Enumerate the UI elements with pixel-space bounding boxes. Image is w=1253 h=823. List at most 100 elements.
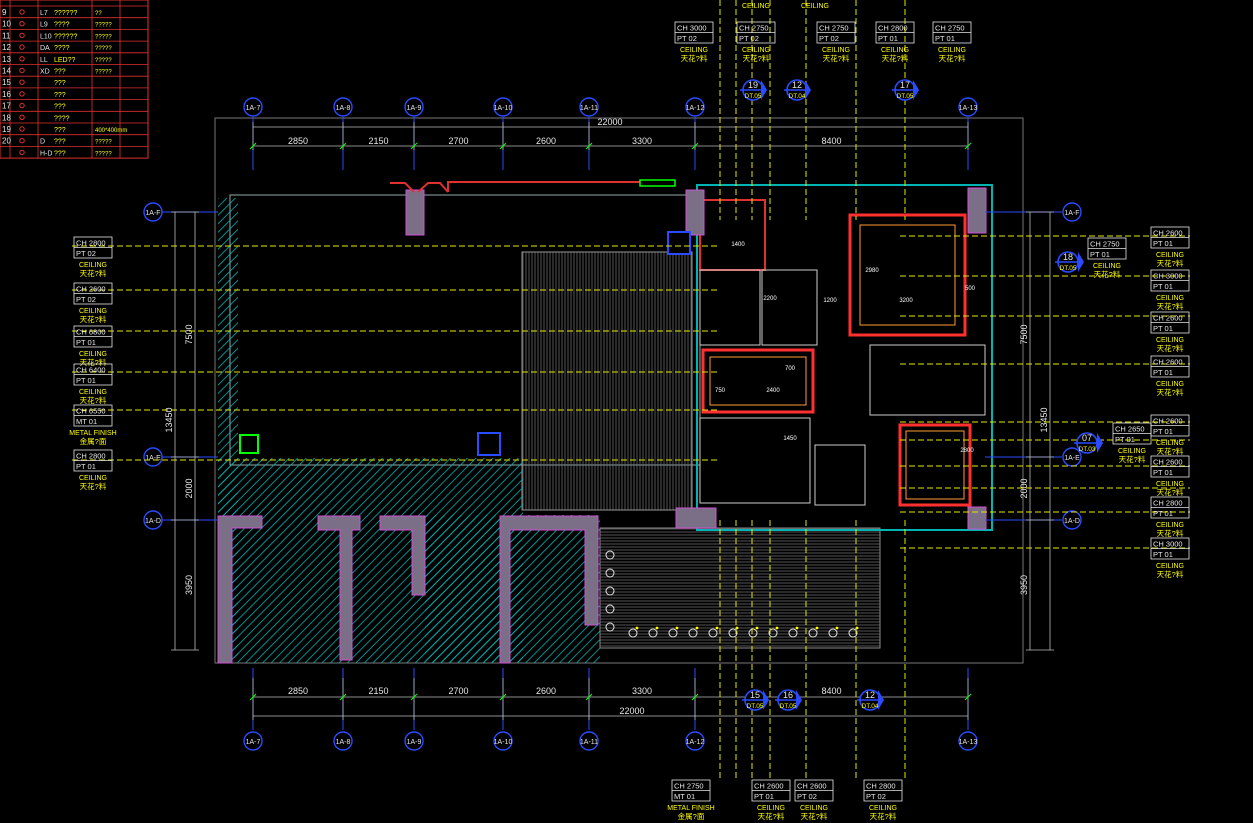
ceiling-material-code: PT 01 [754,792,774,801]
ceiling-height: CH 2600 [1153,314,1183,323]
ceiling-material-code: PT 01 [1153,509,1173,518]
legend-code: XD [40,69,50,76]
section-arrow-icon [878,690,884,710]
ceiling-finish-cn: 天花?料 [80,268,107,278]
ceiling-material-code: PT 02 [76,295,96,304]
ceiling-finish-en: CEILING [869,805,897,812]
legend-num: 11 [2,31,11,40]
ceiling-finish-cn: 天花?料 [1094,269,1121,279]
legend-symbol-icon [19,102,25,109]
axis-label: 1A-7 [246,739,261,746]
section-number: 15 [750,690,760,700]
room-dim: 3200 [899,298,913,304]
ceiling-material-code: PT 01 [1153,468,1173,477]
section-ref: DT.03 [1079,446,1096,453]
legend-symbol-icon [19,149,25,156]
lower-partitions [217,515,599,664]
ceiling-finish-cn: 天花?料 [870,811,897,821]
downlight-icon [748,628,758,638]
right-block [696,184,993,531]
ceiling-finish-en: CEILING [1156,481,1184,488]
downlight-icon [605,550,615,560]
ceiling-height: CH 6400 [76,366,106,375]
ceiling-height: CH 3000 [677,24,707,33]
legend-name: ???? [54,115,70,122]
ceiling-finish-en: CEILING [79,308,107,315]
legend-code: L10 [40,33,52,40]
axis-label: 1A-11 [580,739,598,746]
dim-segment: 2150 [368,686,388,696]
downlight-icon [648,628,658,638]
ceiling-height: CH 2650 [1115,425,1145,434]
axis-bubble [1062,202,1082,222]
column [675,507,717,529]
room-dim: 2400 [766,388,780,394]
section-number: 19 [748,80,758,90]
legend-num: 15 [2,78,11,87]
downlight-icon [695,626,699,630]
legend-num: 9 [2,8,7,17]
ceiling-finish-en: CEILING [1118,448,1146,455]
ceiling-height: CH 2750 [674,782,704,791]
axis-label: 1A-D [145,518,161,525]
axis-label: 1A-13 [959,105,978,112]
floor-plan [217,179,993,664]
legend-note: ????? [95,140,112,146]
axis-label: 1A-11 [580,105,598,112]
axis-label: 1A-9 [407,739,422,746]
ceiling-height: CH 2750 [819,24,849,33]
room-dim: 500 [965,286,976,292]
ceiling-finish-en: METAL FINISH [69,430,116,437]
axis-bubble [333,731,353,751]
green-strip [639,179,676,187]
downlight-icon [635,626,639,630]
legend-num: 20 [2,137,11,146]
bedroom-small-inner [905,430,965,500]
legend-name: ?????? [54,33,77,40]
axis-bubble [404,97,424,117]
downlight-icon [655,626,659,630]
axis-label: 1A-7 [246,105,261,112]
legend-note: ????? [95,46,112,52]
dim-segment: 2700 [448,136,468,146]
ceiling-material-code: PT 02 [866,792,886,801]
legend-note: ????? [95,151,112,157]
ceiling-finish-cn: 天花?料 [823,53,850,63]
downlight-icon [605,586,615,596]
ceiling-height: CH 2800 [76,239,106,248]
dim-total: 22000 [597,117,622,127]
ceiling-finish-cn: 金属?面 [678,811,705,821]
legend-code: L9 [40,22,48,29]
ceiling-material-code: PT 01 [935,34,955,43]
axis-label: 1A-E [1064,455,1080,462]
section-ref: DT.05 [897,93,914,100]
axis-bubble [958,731,978,751]
legend-name: ???? [54,22,70,29]
axis-label: 1A-10 [494,105,513,112]
ceiling-finish-cn: 金属?面 [80,436,107,446]
ceiling-finish-cn: 天花?料 [681,53,708,63]
downlight-icon [728,628,738,638]
section-arrow-icon [805,80,811,100]
axis-bubble [958,97,978,117]
section-arrow-icon [763,690,769,710]
axis-label: 1A-E [145,455,161,462]
drawing-frame [214,117,1024,664]
room-bath [814,444,866,506]
ceiling-material-code: PT 02 [677,34,697,43]
ceiling-height: CH 2600 [1153,358,1183,367]
ceiling-finish-cn: 天花?料 [1157,528,1184,538]
dim-segment: 2000 [184,478,194,498]
legend-symbol-icon [19,67,25,74]
ceiling-material-code: PT 02 [819,34,839,43]
